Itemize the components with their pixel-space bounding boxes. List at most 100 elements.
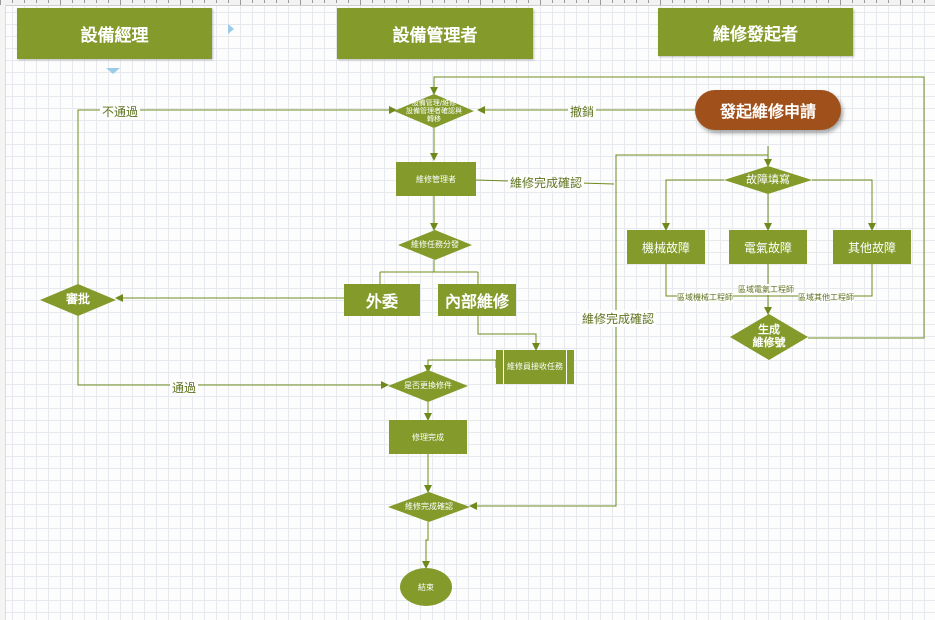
edge-reject <box>77 106 397 286</box>
ruler-tick <box>132 0 133 3</box>
ruler-tick <box>804 0 805 3</box>
edge-loop-top <box>430 76 925 339</box>
lane-repair-initiator[interactable]: 維修發起者 <box>658 8 853 56</box>
ruler-tick <box>468 0 469 3</box>
ruler-tick <box>144 0 145 3</box>
ruler-tick <box>648 0 649 3</box>
ruler-tick <box>612 0 613 3</box>
edge-lane-marker <box>106 68 120 74</box>
start-node[interactable]: 發起維修申請 <box>695 90 841 130</box>
repaired-box[interactable]: 修理完成 <box>389 420 467 454</box>
gen-number-text-2: 維修號 <box>752 336 786 349</box>
gen-number-diamond[interactable]: 生成 維修號 <box>730 314 808 360</box>
approve-diamond[interactable]: 審批 <box>40 284 116 316</box>
left-ruler <box>0 5 6 620</box>
ruler-tick <box>708 0 709 3</box>
ruler-tick <box>816 0 817 3</box>
edge-pass <box>77 314 389 389</box>
other-fault-box[interactable]: 其他故障 <box>833 230 911 264</box>
mech-fault-box[interactable]: 機械故障 <box>627 230 705 264</box>
ruler-tick <box>540 0 541 5</box>
confirm-diamond[interactable]: 維修完成確認 <box>388 492 470 522</box>
approve-text: 審批 <box>65 292 90 307</box>
ruler-tick <box>864 0 865 3</box>
dispatch-text: 維修任務分發 <box>411 240 459 250</box>
ruler-tick <box>324 0 325 3</box>
ruler-tick <box>204 0 205 3</box>
ruler-tick <box>696 0 697 3</box>
dispatch-diamond[interactable]: 維修任務分發 <box>398 230 472 260</box>
ruler-tick <box>888 0 889 3</box>
ruler-tick <box>576 0 577 3</box>
ruler-tick <box>96 0 97 3</box>
ruler-tick <box>72 0 73 3</box>
label-elec-engineer: 區域電氣工程師 <box>738 284 794 295</box>
ruler-tick <box>684 0 685 3</box>
repair-manager-box[interactable]: 維修管理者 <box>396 162 476 196</box>
ruler-tick <box>252 0 253 3</box>
ruler-tick <box>756 0 757 3</box>
ruler-tick <box>180 0 181 5</box>
ruler-tick <box>300 0 301 5</box>
elec-fault-box[interactable]: 電氣故障 <box>729 230 807 264</box>
ruler-tick <box>720 0 721 5</box>
ruler-tick <box>216 0 217 3</box>
edge-internal-receive <box>477 316 540 351</box>
replace-parts-diamond[interactable]: 是否更換修件 <box>388 370 468 402</box>
ruler-tick <box>228 0 229 3</box>
internal-repair-box[interactable]: 內部維修 <box>438 284 516 316</box>
ruler-tick <box>168 0 169 3</box>
ruler-tick <box>528 0 529 3</box>
ruler-tick <box>876 0 877 3</box>
label-complete-confirm-2: 維修完成確認 <box>580 310 657 327</box>
ruler-tick <box>828 0 829 3</box>
review-top-text: 設備管理/維修 <box>411 98 457 107</box>
label-pass: 通過 <box>170 379 199 396</box>
ruler-tick <box>108 0 109 3</box>
label-other-engineer: 區域其他工程師 <box>798 292 854 303</box>
ruler-tick <box>264 0 265 3</box>
ruler-tick <box>636 0 637 3</box>
review-text: 設備管理者確認與轉移 <box>406 106 462 124</box>
label-mech-engineer: 區域機械工程師 <box>677 292 733 303</box>
ruler-tick <box>396 0 397 3</box>
ruler-tick <box>732 0 733 3</box>
ruler-tick <box>624 0 625 3</box>
ruler-tick <box>420 0 421 5</box>
top-ruler <box>0 0 935 6</box>
edge-confirm-end <box>422 522 430 569</box>
lane-equipment-manager[interactable]: 設備經理 <box>17 8 212 59</box>
label-reject: 不通過 <box>100 103 141 120</box>
receive-task-box[interactable]: 維修員接收任務 <box>496 350 574 384</box>
end-node[interactable]: 結束 <box>400 568 452 606</box>
replace-parts-text: 是否更換修件 <box>404 381 452 391</box>
ruler-tick <box>924 0 925 3</box>
ruler-tick <box>516 0 517 3</box>
review-diamond[interactable]: 設備管理/維修 設備管理者確認與轉移 <box>394 94 474 128</box>
lane-equipment-admin[interactable]: 設備管理者 <box>337 8 533 59</box>
label-cancel: 撤銷 <box>568 103 597 120</box>
ruler-tick <box>744 0 745 3</box>
fault-fill-diamond[interactable]: 故障填寫 <box>724 166 812 194</box>
ruler-tick <box>588 0 589 3</box>
edge-dispatch-split <box>379 260 479 284</box>
outsource-box[interactable]: 外委 <box>344 284 420 316</box>
ruler-tick <box>504 0 505 3</box>
ruler-tick <box>348 0 349 3</box>
gen-number-text-1: 生成 <box>758 323 780 337</box>
confirm-text: 維修完成確認 <box>405 502 453 512</box>
ruler-tick <box>276 0 277 3</box>
ruler-tick <box>384 0 385 3</box>
ruler-tick <box>672 0 673 3</box>
ruler-tick <box>660 0 661 5</box>
ruler-tick <box>288 0 289 3</box>
label-complete-confirm-1: 維修完成確認 <box>508 174 585 191</box>
ruler-tick <box>48 0 49 3</box>
ruler-tick <box>84 0 85 3</box>
ruler-tick <box>552 0 553 3</box>
ruler-tick <box>792 0 793 3</box>
ruler-tick <box>12 0 13 3</box>
ruler-tick <box>36 0 37 3</box>
ruler-tick <box>240 0 241 5</box>
ruler-tick <box>60 0 61 5</box>
